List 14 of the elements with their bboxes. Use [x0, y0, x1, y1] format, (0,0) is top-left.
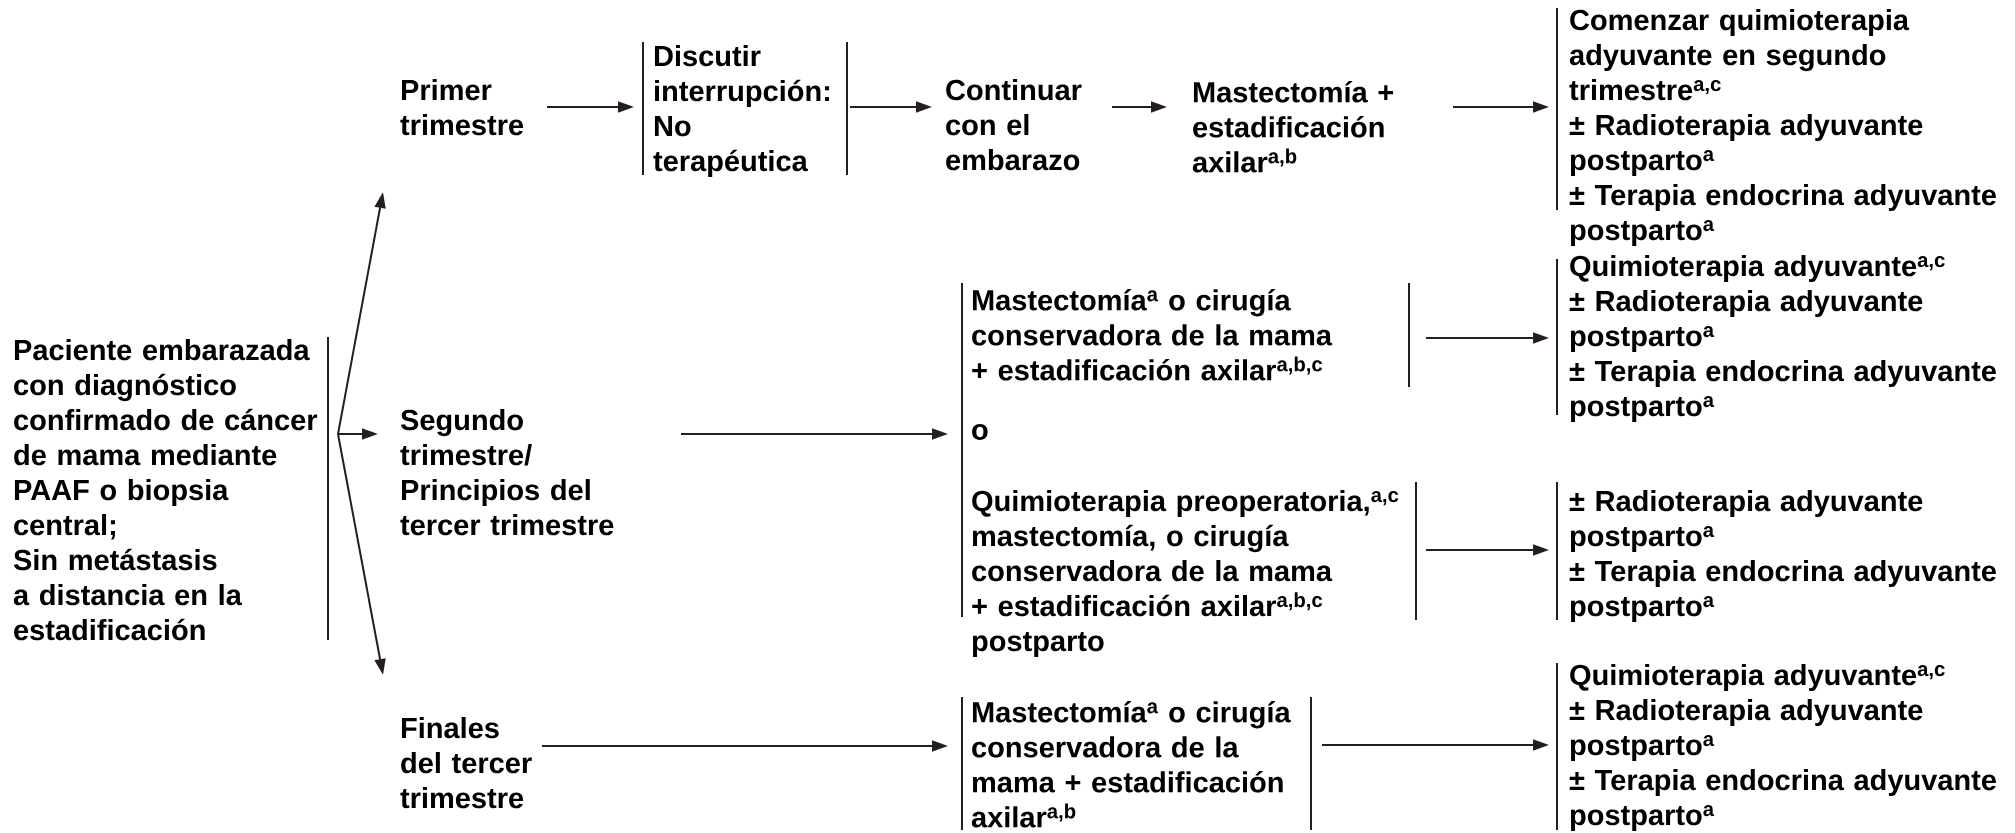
step-text: Mastectomía$^{a}$ o cirugía conservadora de la mama + estadificación axilar$^{a,b}$ [971, 701, 1291, 828]
step-text: Segundo trimestre/ Principios del tercer trimestre [400, 409, 614, 536]
step-text: Mastectomía$^{a}$ o cirugía conservadora de la mama + estadificación axilar$^{a,b,c}$ [972, 289, 1333, 381]
step-text: Quimioterapia adyuvante$^{a,c}$ ± Radioterapia adyuvante postparto$^{a}$ ± Terapia endocrina adyuvante postparto$^{a}$ [1569, 664, 1996, 832]
step-text: Quimioterapia preoperatoria,$^{a,c}$ mastectomía, o cirugía conservadora de la mama + estadificación axilar$^{a,b,c}$ postparto [972, 490, 1399, 658]
step-text: Mastectomía + estadificación axilar$^{a,b}$ [1192, 81, 1394, 173]
step-text: Discutir interrupción: No terapéutica [653, 45, 830, 178]
step-text: Paciente embarazada con diagnóstico confirmado de cáncer de mama mediante PAAF o biopsia central; Sin metástasis a distancia en la estadificación [13, 339, 318, 641]
step-text: Primer trimestre [400, 79, 524, 136]
connector-word: o [972, 424, 988, 440]
step-text: ± Radioterapia adyuvante postparto$^{a}$ ± Terapia endocrina adyuvante postparto$^{a}$ [1569, 490, 1996, 623]
step-text: Quimioterapia adyuvante$^{a,c}$ ± Radioterapia adyuvante postparto$^{a}$ ± Terapia endocrina adyuvante postparto$^{a}$ [1569, 255, 1996, 423]
step-text: Continuar con el embarazo [946, 79, 1082, 171]
step-text: Finales del tercer trimestre [400, 717, 532, 809]
